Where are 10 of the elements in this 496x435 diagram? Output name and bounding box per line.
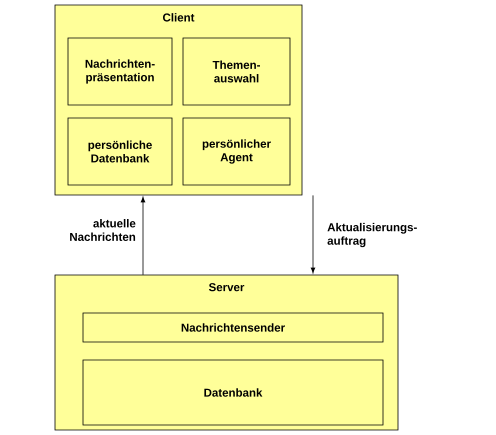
- component-box: persönlicher Agent: [182, 118, 290, 186]
- component-box: Datenbank: [82, 360, 384, 426]
- edge-label: aktuelle Nachrichten: [70, 219, 136, 241]
- component-box: Nachrichten- präsentation: [68, 38, 172, 106]
- arrow: [140, 196, 146, 275]
- component-box: persönliche Datenbank: [68, 118, 172, 186]
- component-box: Nachrichtensender: [82, 312, 384, 342]
- arrow: [310, 195, 316, 274]
- component-box: Themen- auswahl: [182, 38, 290, 106]
- edge-label: Aktualisierungs- auftrag: [327, 222, 417, 248]
